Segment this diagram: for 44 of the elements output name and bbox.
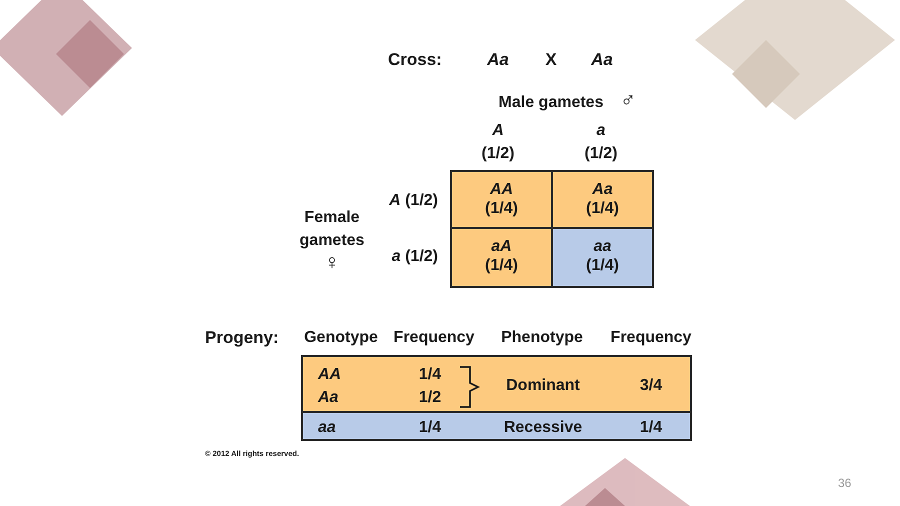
genotype: Aa — [487, 50, 509, 70]
genotype: aa — [592, 237, 612, 256]
allele: a — [596, 121, 606, 140]
probability: (1/2) — [482, 144, 514, 164]
section-title: Progeny: — [205, 328, 279, 348]
table-text: AA — [318, 365, 342, 384]
row-header: A (1/2) — [389, 191, 438, 210]
table-text: Aa — [318, 388, 338, 408]
table-text: 1/4 — [418, 365, 442, 384]
table-text: 1/2 — [418, 388, 442, 408]
punnett-cell — [450, 227, 553, 288]
table-text: Recessive — [504, 418, 582, 438]
female-symbol: ♀ — [324, 250, 340, 276]
column-header: Phenotype — [501, 328, 583, 348]
punnett-cell — [551, 170, 654, 229]
probability: (1/4) — [484, 256, 519, 276]
male-symbol: ♂ — [620, 88, 636, 114]
column-header: Genotype — [304, 328, 378, 348]
genotype: aA — [490, 237, 513, 256]
table-text: 1/4 — [418, 418, 442, 438]
punnett-cell — [450, 170, 553, 229]
row-header: a (1/2) — [392, 247, 438, 266]
genotype: Aa — [591, 50, 613, 70]
table-text: 1/4 — [640, 418, 662, 438]
cross-label: Cross: — [388, 50, 442, 70]
probability: (1/4) — [585, 256, 620, 276]
table-text: 3/4 — [640, 376, 662, 396]
table-text: aa — [318, 418, 336, 438]
column-header: Frequency — [394, 328, 474, 348]
genotype: Aa — [591, 180, 614, 200]
allele: A — [492, 121, 504, 140]
table-text: Dominant — [506, 376, 580, 396]
axis-title: Female gametes — [298, 208, 366, 251]
punnett-cell — [551, 227, 654, 288]
genotype: AA — [488, 180, 514, 200]
probability: (1/4) — [585, 199, 620, 218]
column-header: Frequency — [610, 328, 692, 348]
table-row-band — [301, 411, 692, 441]
probability: (1/2) — [584, 144, 618, 164]
page-number: 36 — [838, 476, 852, 490]
axis-title: Male gametes — [498, 93, 604, 112]
cross-sign: X — [545, 50, 557, 70]
table-row-band — [301, 355, 692, 413]
probability: (1/4) — [484, 199, 519, 218]
